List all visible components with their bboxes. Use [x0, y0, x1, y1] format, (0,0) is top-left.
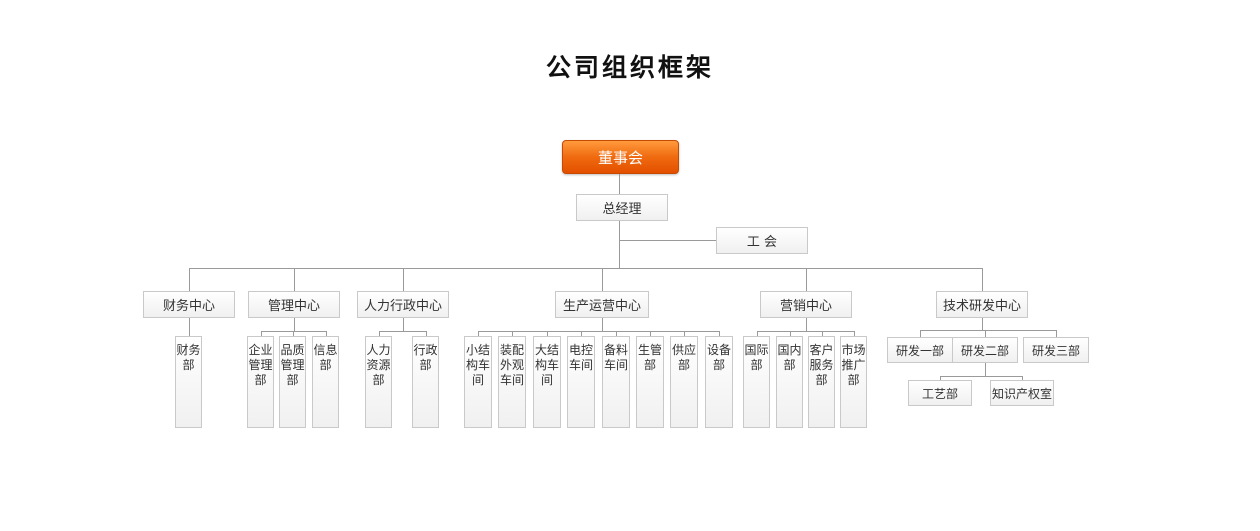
connector-line	[985, 363, 986, 376]
connector-line	[619, 174, 620, 194]
connector-line	[426, 331, 427, 336]
dept-node: 客户服务部	[808, 336, 835, 428]
connector-line	[294, 318, 295, 331]
connector-line	[790, 331, 791, 336]
connector-line	[757, 331, 855, 332]
dept-node: 国际部	[743, 336, 770, 428]
dept-node: 生管部	[636, 336, 664, 428]
dept-node: 品质管理部	[279, 336, 306, 428]
connector-line	[602, 268, 603, 291]
connector-line	[982, 268, 983, 291]
connector-line	[189, 318, 190, 331]
connector-line	[293, 331, 294, 336]
connector-line	[547, 331, 548, 336]
dept-node: 企业管理部	[247, 336, 274, 428]
rd-dept-2: 研发二部	[952, 337, 1018, 363]
connector-line	[650, 331, 651, 336]
rd-subdept-1: 工艺部	[908, 380, 972, 406]
union-node: 工 会	[716, 227, 808, 254]
connector-line	[189, 268, 190, 291]
dept-node: 电控车间	[567, 336, 595, 428]
connector-line	[478, 331, 479, 336]
dept-node: 装配外观车间	[498, 336, 526, 428]
connector-line	[189, 268, 983, 269]
connector-line	[920, 330, 1057, 331]
connector-line	[940, 376, 941, 380]
connector-line	[478, 331, 720, 332]
dept-node: 备料车间	[602, 336, 630, 428]
connector-line	[379, 331, 380, 336]
connector-line	[189, 331, 190, 336]
dept-node: 小结构车间	[464, 336, 492, 428]
connector-line	[403, 318, 404, 331]
dept-node: 财务部	[175, 336, 202, 428]
connector-line	[602, 318, 603, 331]
rd-subdept-2: 知识产权室	[990, 380, 1054, 406]
dept-node: 信息部	[312, 336, 339, 428]
connector-line	[294, 268, 295, 291]
center-node-3: 人力行政中心	[357, 291, 449, 318]
dept-node: 行政部	[412, 336, 439, 428]
center-node-2: 管理中心	[248, 291, 340, 318]
page-title: 公司组织框架	[545, 53, 714, 82]
chairman-node: 董事会	[562, 140, 679, 174]
connector-line	[940, 376, 1023, 377]
center-node-1: 财务中心	[143, 291, 235, 318]
connector-line	[619, 221, 620, 269]
connector-line	[854, 331, 855, 336]
connector-line	[982, 318, 983, 330]
connector-line	[581, 331, 582, 336]
connector-line	[757, 331, 758, 336]
dept-node: 国内部	[776, 336, 803, 428]
center-node-6: 技术研发中心	[936, 291, 1028, 318]
connector-line	[985, 330, 986, 337]
connector-line	[616, 331, 617, 336]
dept-node: 设备部	[705, 336, 733, 428]
connector-line	[379, 331, 427, 332]
connector-line	[684, 331, 685, 336]
connector-line	[512, 331, 513, 336]
connector-line	[1056, 330, 1057, 337]
connector-line	[403, 268, 404, 291]
rd-dept-1: 研发一部	[887, 337, 953, 363]
connector-line	[1022, 376, 1023, 380]
connector-line	[806, 318, 807, 331]
connector-line	[920, 330, 921, 337]
center-node-5: 营销中心	[760, 291, 852, 318]
connector-line	[261, 331, 262, 336]
dept-node: 大结构车间	[533, 336, 561, 428]
dept-node: 人力资源部	[365, 336, 392, 428]
connector-line	[806, 268, 807, 291]
general-manager-node: 总经理	[576, 194, 668, 221]
dept-node: 市场推广部	[840, 336, 867, 428]
dept-node: 供应部	[670, 336, 698, 428]
rd-dept-3: 研发三部	[1023, 337, 1089, 363]
connector-line	[822, 331, 823, 336]
center-node-4: 生产运营中心	[555, 291, 649, 318]
connector-line	[326, 331, 327, 336]
connector-line	[261, 331, 327, 332]
connector-line	[619, 240, 716, 241]
connector-line	[719, 331, 720, 336]
